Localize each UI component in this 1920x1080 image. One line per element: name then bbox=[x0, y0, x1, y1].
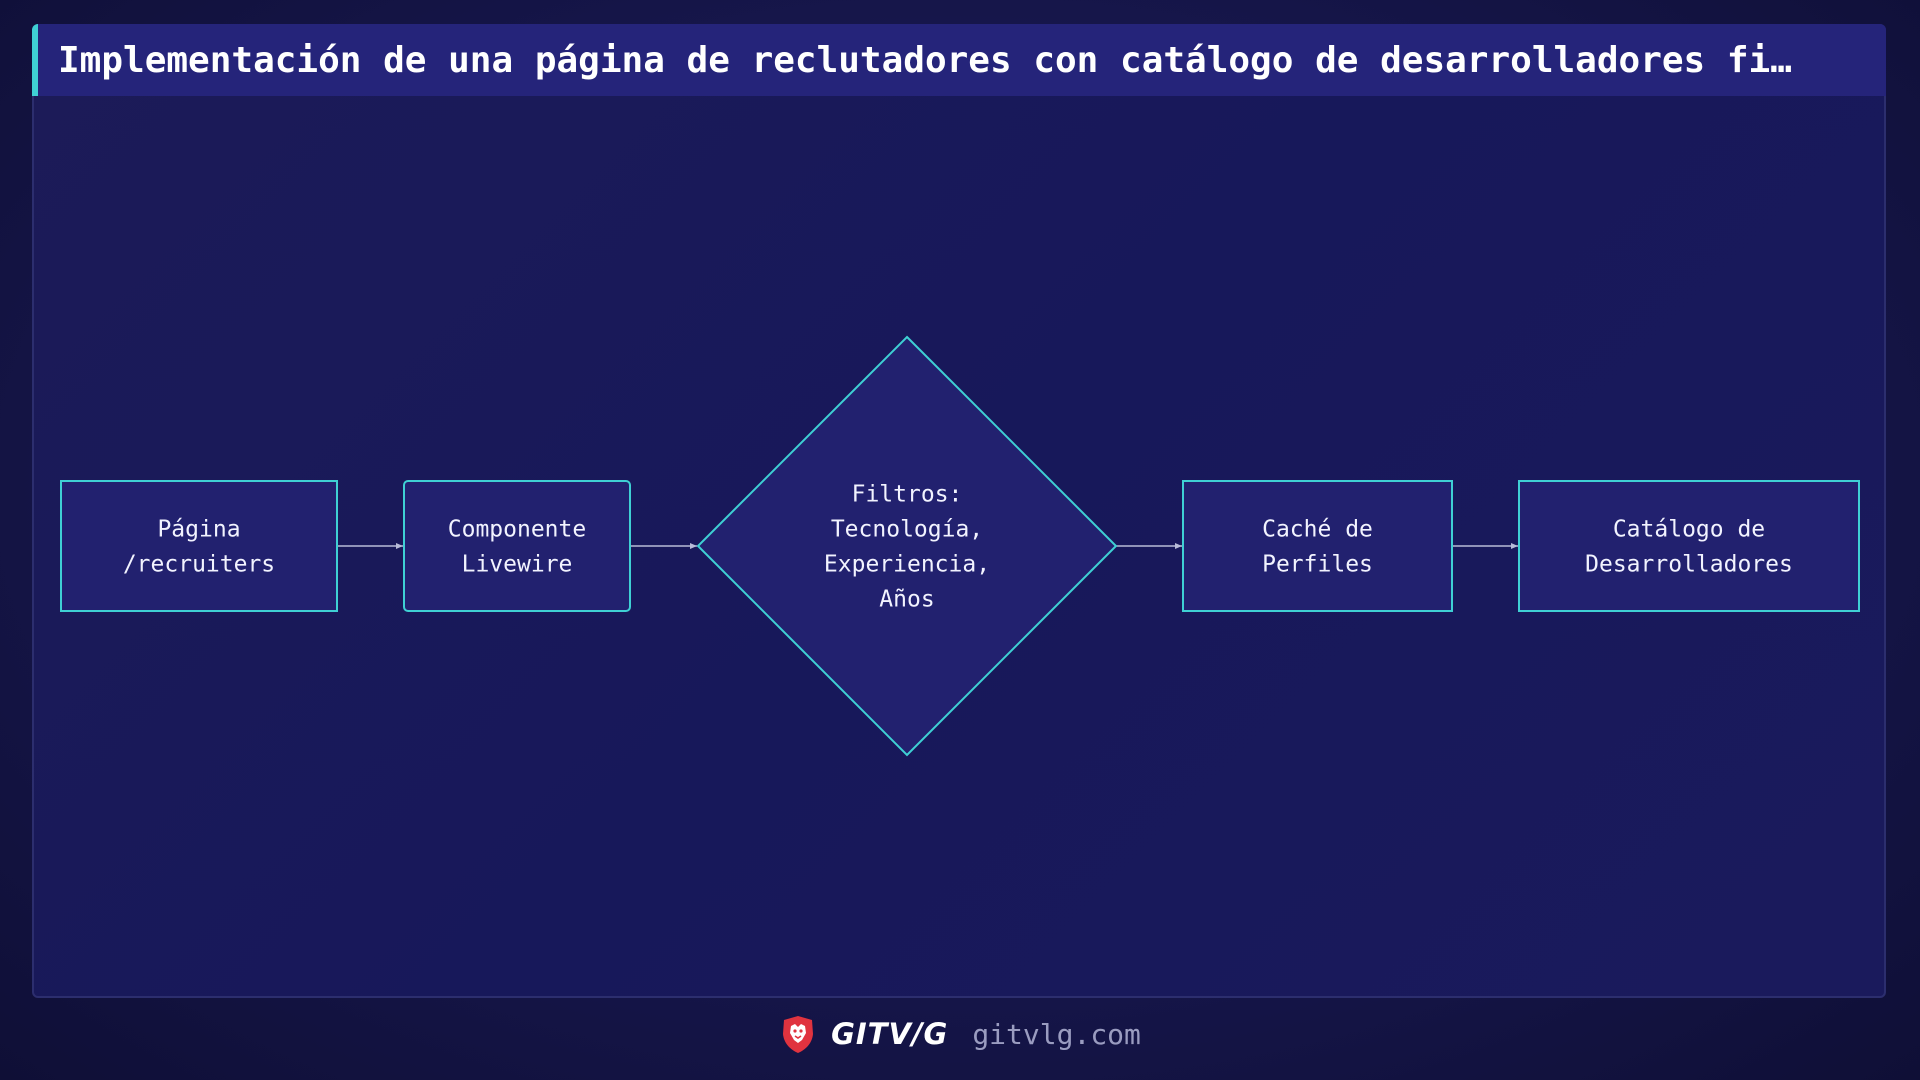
node-label: Página bbox=[157, 517, 240, 543]
title-bar: Implementación de una página de reclutad… bbox=[32, 24, 1886, 96]
node-label: Desarrolladores bbox=[1585, 552, 1793, 578]
process-box bbox=[1182, 480, 1453, 612]
lion-shield-icon bbox=[783, 1016, 814, 1053]
node-label: Catálogo de bbox=[1613, 517, 1765, 543]
node-label: Caché de bbox=[1262, 517, 1373, 543]
node-label: Tecnología, bbox=[831, 517, 983, 543]
node-filtros: Filtros: Tecnología, Experiencia, Años bbox=[696, 335, 1118, 757]
node-label: /recruiters bbox=[123, 552, 275, 578]
footer: GITV/G gitvlg.com bbox=[0, 1012, 1920, 1056]
site-link[interactable]: gitvlg.com bbox=[972, 1017, 1141, 1051]
node-catalogo: Catálogo de Desarrolladores bbox=[1518, 480, 1860, 612]
node-label: Componente bbox=[448, 517, 586, 543]
node-label: Perfiles bbox=[1262, 552, 1373, 578]
process-box bbox=[403, 480, 631, 612]
node-label: Livewire bbox=[462, 552, 573, 578]
node-pagina: Página/recruiters bbox=[60, 480, 338, 612]
node-label: Años bbox=[879, 587, 934, 613]
decision-diamond bbox=[696, 335, 1118, 757]
node-cache: Caché de Perfiles bbox=[1182, 480, 1453, 612]
node-label: Experiencia, bbox=[824, 552, 990, 578]
process-box bbox=[60, 480, 338, 612]
node-label: Filtros: bbox=[852, 482, 963, 508]
brand-name: GITV/G bbox=[831, 1017, 949, 1051]
process-box bbox=[1518, 480, 1860, 612]
